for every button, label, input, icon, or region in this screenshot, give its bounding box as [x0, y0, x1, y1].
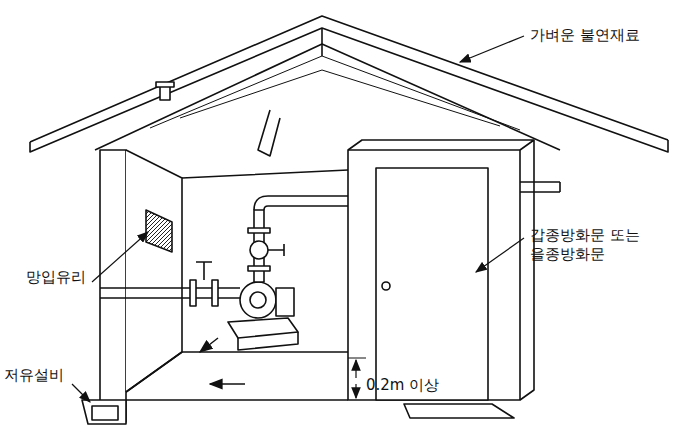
door-label: 갑종방화문 또는 을종방화문 [530, 226, 652, 264]
roof-material-label: 가벼운 불연재료 [530, 26, 640, 45]
dimension-label: 0.2m 이상 [366, 376, 439, 395]
window-label: 망입유리 [26, 268, 86, 287]
oil-trap-label: 저유설비 [4, 366, 64, 385]
